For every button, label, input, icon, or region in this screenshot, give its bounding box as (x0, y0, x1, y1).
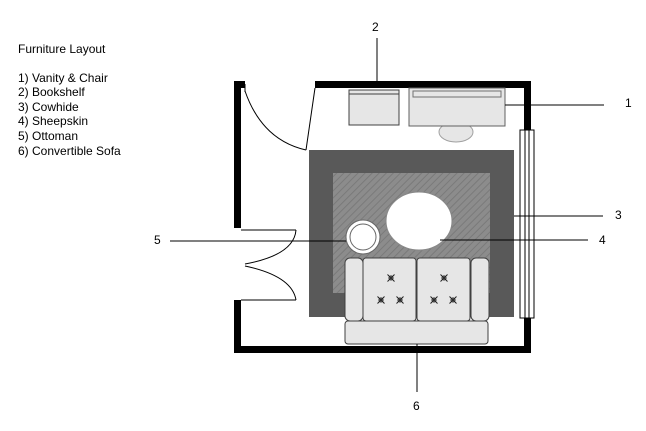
sofa-arm-right (470, 257, 490, 322)
callout-label-4: 4 (599, 233, 606, 247)
convertible-sofa (344, 257, 490, 345)
callout-label-5: 5 (154, 233, 161, 247)
callout-label-3: 3 (615, 208, 622, 222)
vanity-and-chair (408, 87, 506, 143)
wall-right-lower (524, 318, 531, 353)
legend-item-sheepskin: 4) Sheepskin (18, 114, 89, 129)
wall-left-upper (234, 81, 241, 228)
bookshelf (348, 89, 400, 126)
wall-left-lower (234, 300, 241, 353)
legend-item-ottoman: 5) Ottoman (18, 128, 79, 143)
double-door (241, 229, 297, 301)
vanity (408, 87, 506, 127)
sofa-cushion-left (362, 257, 417, 322)
legend-item-sofa: 6) Convertible Sofa (18, 143, 121, 158)
legend-item-vanity: 1) Vanity & Chair (18, 70, 108, 85)
callout-label-1: 1 (625, 96, 632, 110)
callout-lines (170, 38, 604, 392)
legend-item-cowhide: 3) Cowhide (18, 99, 79, 114)
wall-bottom (234, 346, 531, 353)
sofa-base (344, 320, 489, 345)
sofa-cushion-right (416, 257, 471, 322)
wall-top (315, 81, 531, 88)
legend-item-bookshelf: 2) Bookshelf (18, 85, 85, 100)
callout-label-2: 2 (372, 20, 379, 34)
legend: Furniture Layout 1) Vanity & Chair 2) Bo… (18, 42, 121, 158)
callout-label-6: 6 (413, 399, 420, 413)
legend-title: Furniture Layout (18, 42, 106, 56)
sofa-tufting (377, 274, 457, 304)
window (519, 129, 535, 319)
ottoman (345, 219, 381, 255)
sheepskin-rug (385, 191, 453, 251)
top-door (244, 84, 316, 151)
sofa-arm-left (344, 257, 364, 322)
